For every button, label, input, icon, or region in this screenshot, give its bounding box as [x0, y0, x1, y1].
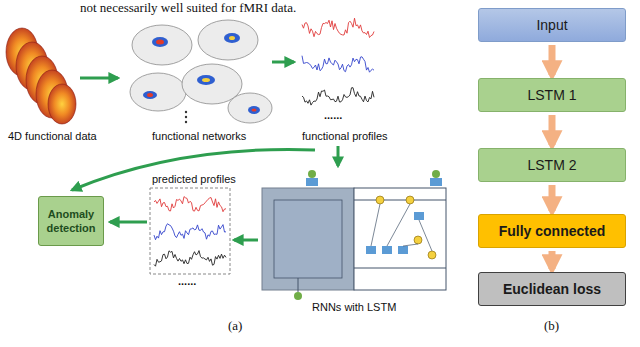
- network-brains: [130, 20, 272, 123]
- image-label: RNNs with LSTM: [312, 300, 396, 314]
- body-text: not necessarily well suited for fMRI dat…: [80, 0, 296, 16]
- signal-trace: [154, 224, 226, 240]
- signal-trace: [302, 56, 374, 72]
- layer-box: Input: [478, 8, 626, 42]
- node-text: Euclidean loss: [503, 281, 601, 298]
- predicted-traces: [154, 197, 226, 267]
- network-blobs: [143, 33, 260, 123]
- layer-box: Fully connected: [478, 214, 626, 248]
- flow-arrow: [549, 251, 556, 269]
- layer-box: LSTM 1: [478, 78, 626, 112]
- node-text: LSTM 2: [527, 157, 576, 174]
- profile-traces: [302, 18, 374, 105]
- node-text: Anomaly detection: [43, 207, 99, 235]
- flow-arrow: [549, 115, 556, 145]
- image-label: functional profiles: [302, 129, 388, 143]
- predicted-box: [150, 188, 230, 274]
- flow-arrow: [549, 185, 556, 211]
- detection-box: Anomaly detection: [38, 196, 104, 246]
- node-text: Fully connected: [499, 223, 606, 240]
- node-text: LSTM 1: [527, 87, 576, 104]
- brain-stack: [6, 28, 76, 124]
- signal-trace: [154, 251, 226, 267]
- image-label: 4D functional data: [8, 129, 97, 143]
- panel-label: (a): [228, 318, 242, 334]
- layer-box: LSTM 2: [478, 148, 626, 182]
- panel-label: (b): [544, 318, 559, 334]
- image-label: functional networks: [152, 129, 246, 143]
- ellipsis: ......: [324, 108, 342, 122]
- node-text: Input: [536, 17, 567, 34]
- lstm-illustration: [262, 170, 446, 300]
- ellipsis: ......: [178, 274, 196, 288]
- signal-trace: [302, 88, 374, 105]
- signal-trace: [154, 197, 226, 212]
- layer-box: Euclidean loss: [478, 272, 626, 306]
- image-label: predicted profiles: [152, 172, 236, 186]
- flow-arrows: [72, 62, 338, 240]
- flow-arrow: [549, 45, 556, 75]
- signal-trace: [302, 18, 374, 37]
